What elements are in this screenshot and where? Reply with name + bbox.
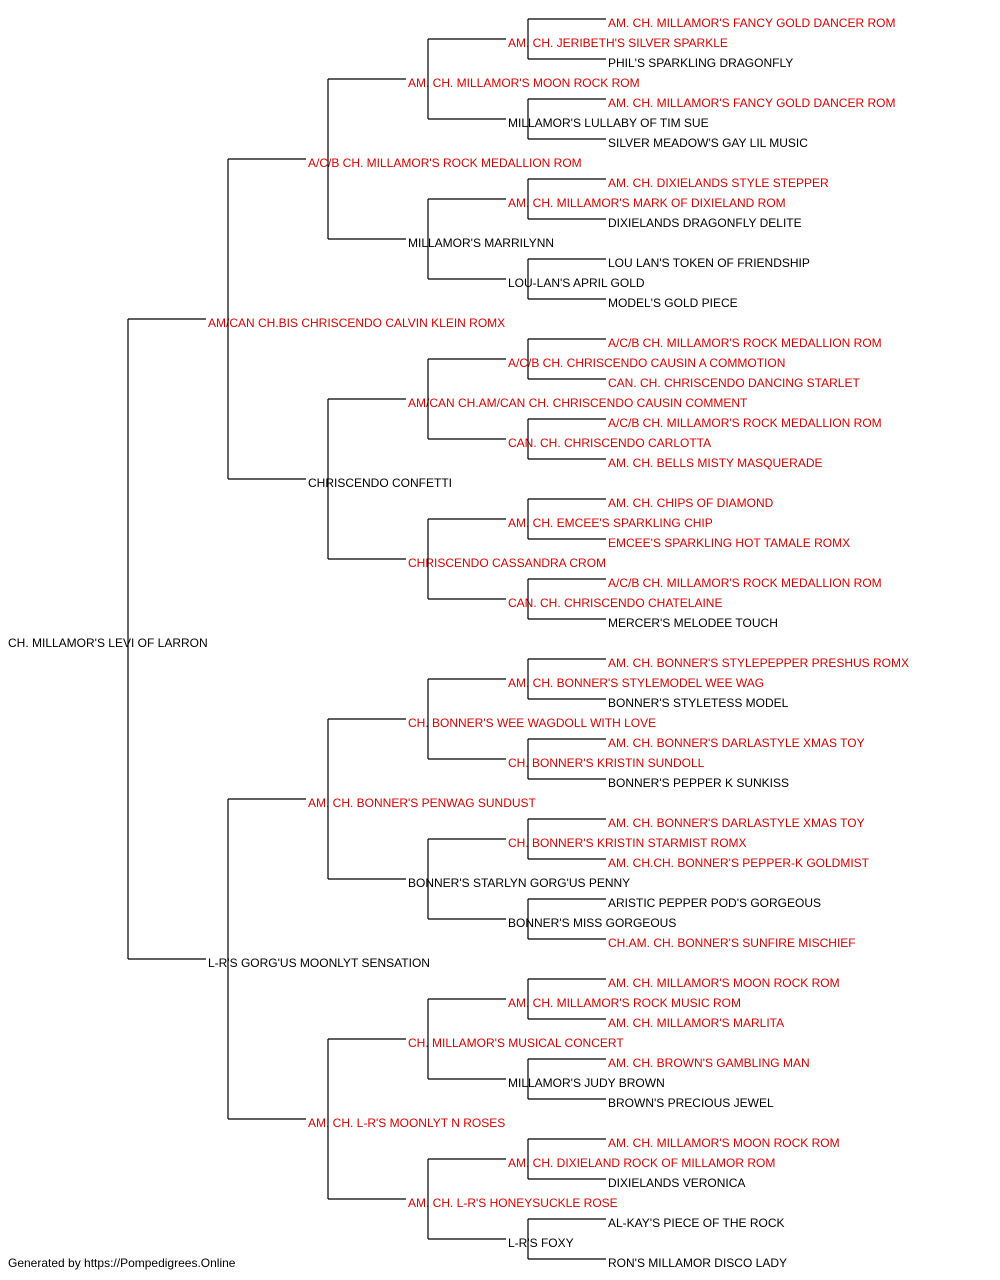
dog-name-gen5[interactable]: DIXIELANDS DRAGONFLY DELITE <box>608 216 802 230</box>
dog-name-gen5[interactable]: CAN. CH. CHRISCENDO DANCING STARLET <box>608 376 860 390</box>
dog-name-gen5[interactable]: AM. CH. MILLAMOR'S MOON ROCK ROM <box>608 1136 840 1150</box>
dog-name-gen5[interactable]: DIXIELANDS VERONICA <box>608 1176 745 1190</box>
dog-name-gen4[interactable]: CAN. CH. CHRISCENDO CARLOTTA <box>508 436 711 450</box>
dog-name-gen4[interactable]: CH. BONNER'S KRISTIN SUNDOLL <box>508 756 705 770</box>
dog-name-gen5[interactable]: MERCER'S MELODEE TOUCH <box>608 616 778 630</box>
dog-name-gen5[interactable]: AM. CH. DIXIELANDS STYLE STEPPER <box>608 176 829 190</box>
dog-name-gen3[interactable]: MILLAMOR'S MARRILYNN <box>408 236 554 250</box>
dog-name-gen5[interactable]: BONNER'S STYLETESS MODEL <box>608 696 789 710</box>
dog-name-gen5[interactable]: AM. CH. BONNER'S DARLASTYLE XMAS TOY <box>608 816 865 830</box>
dog-name-gen4[interactable]: BONNER'S MISS GORGEOUS <box>508 916 676 930</box>
dog-name-gen5[interactable]: MODEL'S GOLD PIECE <box>608 296 738 310</box>
dog-name-gen1[interactable]: L-R'S GORG'US MOONLYT SENSATION <box>208 956 430 970</box>
dog-name-gen5[interactable]: A/C/B CH. MILLAMOR'S ROCK MEDALLION ROM <box>608 416 882 430</box>
dog-name-gen4[interactable]: AM. CH. MILLAMOR'S ROCK MUSIC ROM <box>508 996 741 1010</box>
dog-name-gen5[interactable]: RON'S MILLAMOR DISCO LADY <box>608 1256 787 1270</box>
dog-name-gen5[interactable]: AM. CH. BROWN'S GAMBLING MAN <box>608 1056 810 1070</box>
dog-name-gen5[interactable]: AM. CH. MILLAMOR'S MARLITA <box>608 1016 784 1030</box>
dog-name-gen5[interactable]: AM. CH. MILLAMOR'S MOON ROCK ROM <box>608 976 840 990</box>
dog-name-gen4[interactable]: CAN. CH. CHRISCENDO CHATELAINE <box>508 596 722 610</box>
dog-name-gen3[interactable]: CHRISCENDO CASSANDRA CROM <box>408 556 606 570</box>
dog-name-gen0[interactable]: CH. MILLAMOR'S LEVI OF LARRON <box>8 636 208 650</box>
dog-name-gen2[interactable]: AM. CH. BONNER'S PENWAG SUNDUST <box>308 796 537 810</box>
dog-name-gen2[interactable]: AM. CH. L-R'S MOONLYT N ROSES <box>308 1116 505 1130</box>
dog-name-gen5[interactable]: ARISTIC PEPPER POD'S GORGEOUS <box>608 896 821 910</box>
dog-name-gen4[interactable]: AM. CH. DIXIELAND ROCK OF MILLAMOR ROM <box>508 1156 775 1170</box>
dog-name-gen4[interactable]: AM. CH. JERIBETH'S SILVER SPARKLE <box>508 36 728 50</box>
dog-name-gen5[interactable]: A/C/B CH. MILLAMOR'S ROCK MEDALLION ROM <box>608 336 882 350</box>
dog-name-gen4[interactable]: L-R'S FOXY <box>508 1236 574 1250</box>
dog-name-gen4[interactable]: MILLAMOR'S LULLABY OF TIM SUE <box>508 116 709 130</box>
dog-name-gen3[interactable]: CH. BONNER'S WEE WAGDOLL WITH LOVE <box>408 716 656 730</box>
dog-name-gen1[interactable]: AM/CAN CH.BIS CHRISCENDO CALVIN KLEIN RO… <box>208 316 505 330</box>
dog-name-gen5[interactable]: PHIL'S SPARKLING DRAGONFLY <box>608 56 793 70</box>
dog-name-gen5[interactable]: A/C/B CH. MILLAMOR'S ROCK MEDALLION ROM <box>608 576 882 590</box>
dog-name-gen3[interactable]: BONNER'S STARLYN GORG'US PENNY <box>408 876 630 890</box>
dog-name-gen4[interactable]: CH. BONNER'S KRISTIN STARMIST ROMX <box>508 836 747 850</box>
dog-name-gen5[interactable]: BONNER'S PEPPER K SUNKISS <box>608 776 789 790</box>
dog-name-gen5[interactable]: AL-KAY'S PIECE OF THE ROCK <box>608 1216 785 1230</box>
footer-credit: Generated by https://Pompedigrees.Online <box>8 1256 236 1270</box>
dog-name-gen4[interactable]: AM. CH. MILLAMOR'S MARK OF DIXIELAND ROM <box>508 196 786 210</box>
dog-name-gen3[interactable]: CH. MILLAMOR'S MUSICAL CONCERT <box>408 1036 624 1050</box>
dog-name-gen5[interactable]: AM. CH. MILLAMOR'S FANCY GOLD DANCER ROM <box>608 16 895 30</box>
dog-name-gen5[interactable]: AM. CH. BONNER'S DARLASTYLE XMAS TOY <box>608 736 865 750</box>
dog-name-gen5[interactable]: BROWN'S PRECIOUS JEWEL <box>608 1096 774 1110</box>
dog-name-gen5[interactable]: AM. CH. CHIPS OF DIAMOND <box>608 496 774 510</box>
dog-name-gen3[interactable]: AM. CH. MILLAMOR'S MOON ROCK ROM <box>408 76 640 90</box>
dog-name-gen5[interactable]: EMCEE'S SPARKLING HOT TAMALE ROMX <box>608 536 850 550</box>
dog-name-gen3[interactable]: AM. CH. L-R'S HONEYSUCKLE ROSE <box>408 1196 618 1210</box>
dog-name-gen2[interactable]: CHRISCENDO CONFETTI <box>308 476 452 490</box>
dog-name-gen5[interactable]: SILVER MEADOW'S GAY LIL MUSIC <box>608 136 808 150</box>
dog-name-gen5[interactable]: AM. CH. BONNER'S STYLEPEPPER PRESHUS ROM… <box>608 656 909 670</box>
dog-name-gen4[interactable]: MILLAMOR'S JUDY BROWN <box>508 1076 665 1090</box>
dog-name-gen2[interactable]: A/C/B CH. MILLAMOR'S ROCK MEDALLION ROM <box>308 156 582 170</box>
dog-name-gen4[interactable]: AM. CH. EMCEE'S SPARKLING CHIP <box>508 516 713 530</box>
dog-name-gen4[interactable]: AM. CH. BONNER'S STYLEMODEL WEE WAG <box>508 676 764 690</box>
dog-name-gen5[interactable]: AM. CH. BELLS MISTY MASQUERADE <box>608 456 823 470</box>
dog-name-gen4[interactable]: LOU-LAN'S APRIL GOLD <box>508 276 645 290</box>
dog-name-gen5[interactable]: AM. CH. MILLAMOR'S FANCY GOLD DANCER ROM <box>608 96 895 110</box>
dog-name-gen5[interactable]: LOU LAN'S TOKEN OF FRIENDSHIP <box>608 256 810 270</box>
dog-name-gen4[interactable]: A/C/B CH. CHRISCENDO CAUSIN A COMMOTION <box>508 356 785 370</box>
dog-name-gen3[interactable]: AM/CAN CH.AM/CAN CH. CHRISCENDO CAUSIN C… <box>408 396 748 410</box>
dog-name-gen5[interactable]: AM. CH.CH. BONNER'S PEPPER-K GOLDMIST <box>608 856 870 870</box>
dog-name-gen5[interactable]: CH.AM. CH. BONNER'S SUNFIRE MISCHIEF <box>608 936 856 950</box>
